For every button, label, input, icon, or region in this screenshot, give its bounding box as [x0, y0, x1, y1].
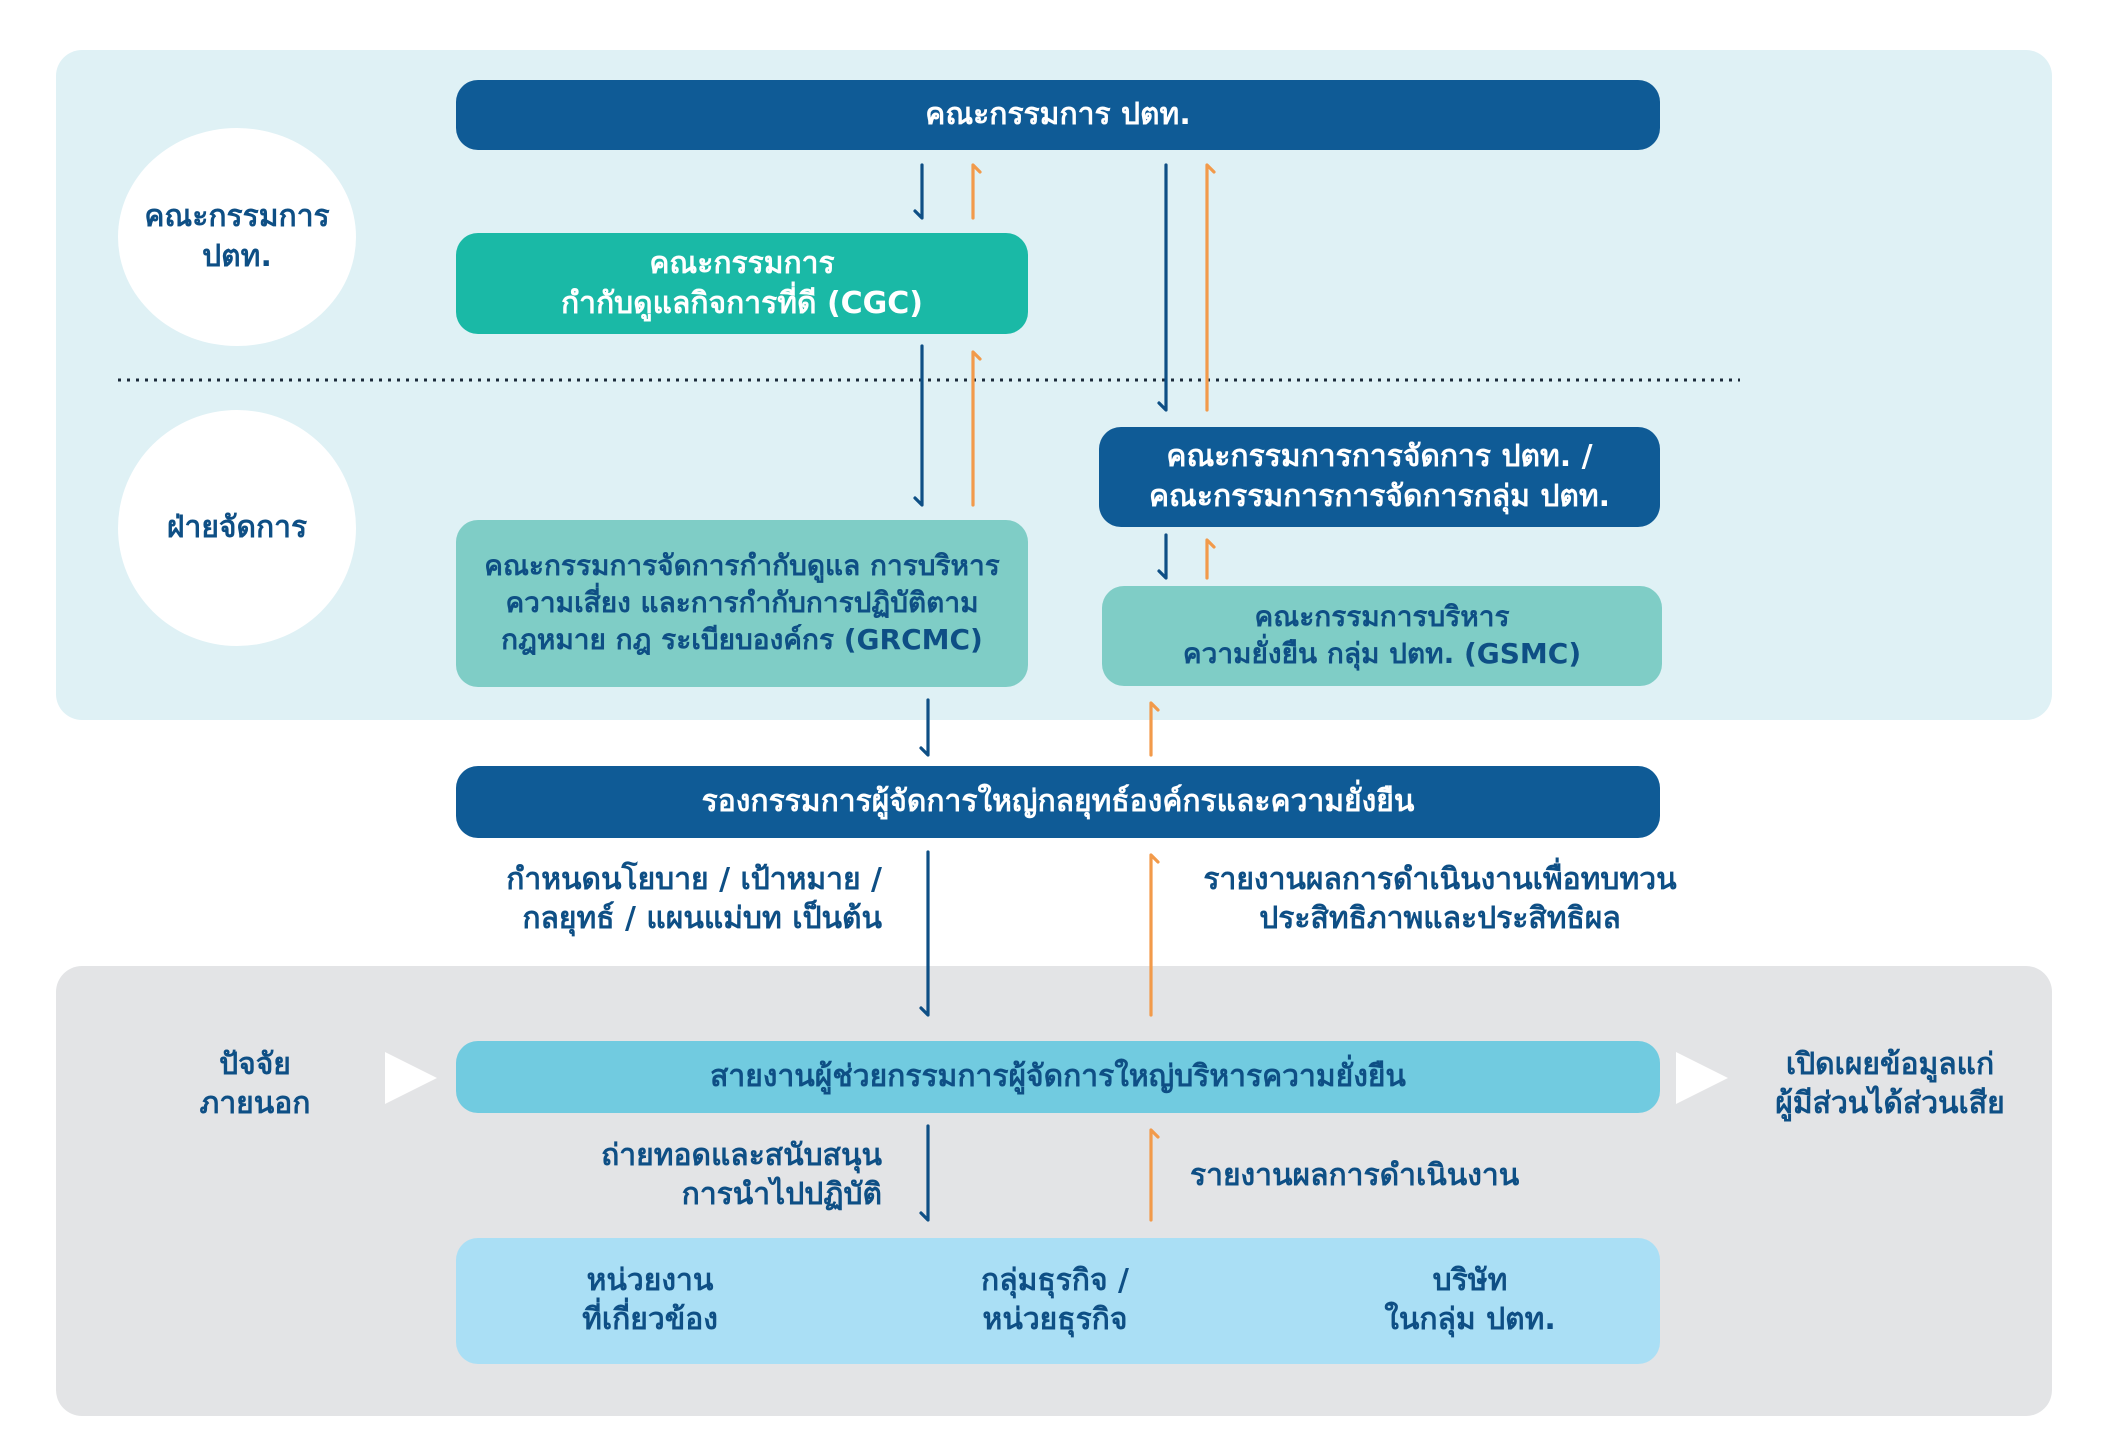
- board-zone-label: คณะกรรมการ ปตท.: [118, 128, 356, 346]
- arrow-down-office-to-units: [919, 1124, 930, 1222]
- disclosure-arrow-icon: [1676, 1052, 1728, 1104]
- management-zone-label-text: ฝ่ายจัดการ: [166, 510, 308, 546]
- report-review-flow-text: รายงานผลการดำเนินงานเพื่อทบทวน ประสิทธิภ…: [1203, 862, 1677, 936]
- management-zone-label: ฝ่ายจัดการ: [118, 410, 356, 646]
- grcmc-box: คณะกรรมการจัดการกำกับดูแล การบริหาร ความ…: [456, 520, 1028, 687]
- ptt-board-box: คณะกรรมการ ปตท.: [456, 80, 1660, 150]
- arrow-down-mgmt-to-gsmc: [1157, 533, 1168, 580]
- unit-ptt-group-companies: บริษัท ในกลุ่ม ปตท.: [1290, 1250, 1650, 1350]
- disclosure-text: เปิดเผยข้อมูลแก่ ผู้มีส่วนได้ส่วนเสีย: [1775, 1047, 2005, 1121]
- external-factors-arrow-icon: [385, 1052, 437, 1104]
- external-factors-label: ปัจจัย ภายนอก: [150, 1044, 360, 1124]
- cgc-box: คณะกรรมการ กำกับดูแลกิจการที่ดี (CGC): [456, 233, 1028, 334]
- arrow-down-grcmc-to-svp: [919, 698, 930, 757]
- management-committee-label: คณะกรรมการการจัดการ ปตท. / คณะกรรมการการ…: [1148, 439, 1611, 514]
- policy-flow-label: กำหนดนโยบาย / เป้าหมาย / กลยุทธ์ / แผนแม…: [420, 860, 882, 938]
- units-box: [456, 1238, 1660, 1364]
- arrow-down-cgc-to-grcmc: [913, 344, 924, 507]
- grcmc-label: คณะกรรมการจัดการกำกับดูแล การบริหาร ความ…: [484, 549, 1000, 656]
- unit-business-groups: กลุ่มธุรกิจ / หน่วยธุรกิจ: [875, 1250, 1235, 1350]
- policy-flow-text: กำหนดนโยบาย / เป้าหมาย / กลยุทธ์ / แผนแม…: [506, 862, 882, 936]
- arrow-down-board-to-cgc: [913, 163, 924, 220]
- arrow-up-svp-to-gsmc: [1149, 701, 1160, 757]
- board-zone-label-text: คณะกรรมการ ปตท.: [144, 199, 330, 274]
- report-flow-label: รายงานผลการดำเนินงาน: [1190, 1155, 1670, 1195]
- cgc-label: คณะกรรมการ กำกับดูแลกิจการที่ดี (CGC): [560, 245, 924, 321]
- sustainability-office-box: สายงานผู้ช่วยกรรมการผู้จัดการใหญ่บริหารค…: [456, 1041, 1660, 1113]
- unit-related-departments: หน่วยงาน ที่เกี่ยวข้อง: [470, 1250, 830, 1350]
- support-flow-text: ถ่ายทอดและสนับสนุน การนำไปปฏิบัติ: [601, 1138, 882, 1212]
- unit-business-groups-label: กลุ่มธุรกิจ / หน่วยธุรกิจ: [981, 1263, 1129, 1337]
- gsmc-label: คณะกรรมการบริหาร ความยั่งยืน กลุ่ม ปตท. …: [1182, 600, 1582, 670]
- report-review-flow-label: รายงานผลการดำเนินงานเพื่อทบทวน ประสิทธิภ…: [1180, 860, 1700, 938]
- sustainability-office-label: สายงานผู้ช่วยกรรมการผู้จัดการใหญ่บริหารค…: [710, 1059, 1406, 1095]
- arrow-up-mgmt-to-board: [1205, 163, 1216, 412]
- arrow-up-grcmc-to-cgc: [971, 350, 982, 507]
- ptt-board-label: คณะกรรมการ ปตท.: [925, 97, 1191, 133]
- management-committee-box: คณะกรรมการการจัดการ ปตท. / คณะกรรมการการ…: [1099, 427, 1660, 527]
- report-flow-text: รายงานผลการดำเนินงาน: [1190, 1157, 1520, 1193]
- arrow-up-cgc-to-board: [971, 163, 982, 220]
- arrow-up-units-to-office: [1149, 1128, 1160, 1222]
- disclosure-label: เปิดเผยข้อมูลแก่ ผู้มีส่วนได้ส่วนเสีย: [1740, 1044, 2040, 1124]
- svp-strategy-box: รองกรรมการผู้จัดการใหญ่กลยุทธ์องค์กรและค…: [456, 766, 1660, 838]
- arrow-down-svp-to-office: [919, 850, 930, 1017]
- arrow-up-gsmc-to-mgmt: [1205, 538, 1216, 580]
- arrow-down-board-to-mgmt: [1157, 163, 1168, 412]
- svp-strategy-label: รองกรรมการผู้จัดการใหญ่กลยุทธ์องค์กรและค…: [701, 784, 1415, 820]
- unit-related-departments-label: หน่วยงาน ที่เกี่ยวข้อง: [582, 1263, 718, 1337]
- support-flow-label: ถ่ายทอดและสนับสนุน การนำไปปฏิบัติ: [520, 1136, 882, 1214]
- gsmc-box: คณะกรรมการบริหาร ความยั่งยืน กลุ่ม ปตท. …: [1102, 586, 1662, 686]
- external-factors-text: ปัจจัย ภายนอก: [199, 1047, 311, 1121]
- board-management-zone: [56, 50, 2052, 720]
- arrow-up-office-to-svp: [1149, 853, 1160, 1017]
- unit-ptt-group-companies-label: บริษัท ในกลุ่ม ปตท.: [1384, 1263, 1556, 1337]
